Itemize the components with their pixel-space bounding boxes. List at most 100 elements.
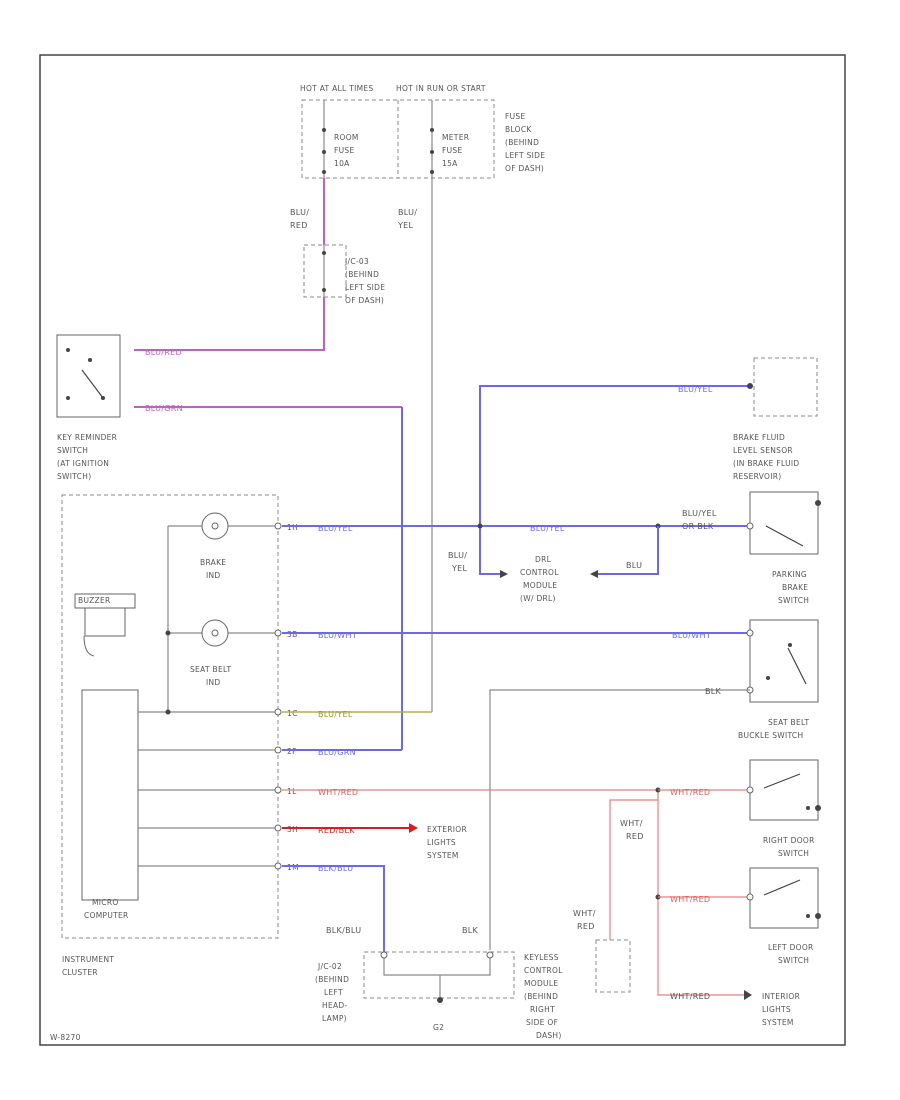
wire-wht-red-keyless-2: RED [577, 922, 595, 931]
buckle-label-2: BUCKLE SWITCH [738, 731, 803, 740]
wire-blu-grn: BLU/GRN [145, 404, 183, 413]
jc03-label-1: J/C-03 [344, 257, 369, 266]
micro-computer-label-1: MICRO [92, 898, 119, 907]
fuse-block-loc-1: FUSE [505, 112, 526, 121]
ground-label: G2 [433, 1023, 444, 1032]
wire-blk-blu-bottom: BLK/BLU [326, 926, 361, 935]
wire-blu-wht: BLU/WHT [318, 631, 357, 640]
room-fuse-label-3: 10A [334, 159, 350, 168]
key-reminder-label-4: SWITCH) [57, 472, 91, 481]
brake-ind-label-1: BRAKE [200, 558, 226, 567]
wire-blu-yel-cluster: BLU/YEL [318, 524, 353, 533]
keyless-label-2: CONTROL [524, 966, 563, 975]
wire-wht-red-interior: WHT/RED [670, 992, 710, 1001]
fuse-block-loc-5: OF DASH) [505, 164, 544, 173]
keyless-label-6: SIDE OF [526, 1018, 558, 1027]
key-reminder-switch: KEY REMINDER SWITCH (AT IGNITION SWITCH) [56, 334, 121, 481]
exterior-lights-label-2: LIGHTS [427, 838, 456, 847]
brake-fluid-sensor: BRAKE FLUID LEVEL SENSOR (IN BRAKE FLUID… [733, 357, 818, 481]
hot-in-run-label: HOT IN RUN OR START [396, 84, 486, 93]
wire-blu-yel-left-1: BLU/ [448, 551, 467, 560]
key-reminder-label-3: (AT IGNITION [57, 459, 109, 468]
right-door-label-2: SWITCH [778, 849, 809, 858]
brake-fluid-label-1: BRAKE FLUID [733, 433, 785, 442]
right-door-switch: RIGHT DOOR SWITCH [746, 759, 821, 858]
right-door-label-1: RIGHT DOOR [763, 836, 815, 845]
room-fuse-label-1: ROOM [334, 133, 359, 142]
drl-label-4: (W/ DRL) [520, 594, 556, 603]
brake-fluid-label-3: (IN BRAKE FLUID [733, 459, 799, 468]
fuse-block-loc-3: (BEHIND [505, 138, 539, 147]
room-fuse-label-2: FUSE [334, 146, 355, 155]
pin-5: 1L [287, 787, 297, 796]
jc02-label-2: (BEHIND [315, 975, 349, 984]
junction-jc03: J/C-03 (BEHIND LEFT SIDE OF DASH) [303, 244, 385, 305]
keyless-label-4: (BEHIND [524, 992, 558, 1001]
keyless-label-1: KEYLESS [524, 953, 559, 962]
wire-blu-red-top-1: BLU/ [290, 208, 309, 217]
keyless-control-module: KEYLESS CONTROL MODULE (BEHIND RIGHT SID… [524, 939, 631, 1040]
brake-fluid-label-4: RESERVOIR) [733, 472, 782, 481]
wire-blu-wht-right: BLU/WHT [672, 631, 711, 640]
drl-label-3: MODULE [523, 581, 557, 590]
jc02-label-5: LAMP) [322, 1014, 347, 1023]
brake-fluid-label-2: LEVEL SENSOR [733, 446, 793, 455]
wire-blu-red: BLU/RED [145, 348, 182, 357]
wire-red-blk: RED/BLK [318, 826, 355, 835]
parking-brake-label-1: PARKING [772, 570, 807, 579]
jc03-label-3: LEFT SIDE [345, 283, 385, 292]
wire-wht-red-vertical-2: RED [626, 832, 644, 841]
instrument-cluster-label-2: CLUSTER [62, 968, 98, 977]
buzzer-label: BUZZER [78, 596, 111, 605]
fuse-block-loc-2: BLOCK [505, 125, 532, 134]
wire-wht-red-vertical-1: WHT/ [620, 819, 643, 828]
drl-label-2: CONTROL [520, 568, 559, 577]
wire-blu-yel-1c: BLU/YEL [318, 710, 353, 719]
wire-blu-yel-center: BLU/YEL [530, 524, 565, 533]
parking-brake-label-2: BRAKE [782, 583, 808, 592]
jc03-label-2: (BEHIND [345, 270, 379, 279]
micro-computer-label-2: COMPUTER [84, 911, 129, 920]
pin-6: 3H [287, 825, 298, 834]
parking-brake-label-3: SWITCH [778, 596, 809, 605]
left-door-label-2: SWITCH [778, 956, 809, 965]
keyless-label-3: MODULE [524, 979, 558, 988]
keyless-label-7: DASH) [536, 1031, 562, 1040]
fuse-block-loc-4: LEFT SIDE [505, 151, 545, 160]
meter-fuse-label-3: 15A [442, 159, 458, 168]
wire-blu-yel-top-1: BLU/ [398, 208, 417, 217]
wire-blk: BLK [705, 687, 722, 696]
hot-at-all-times-label: HOT AT ALL TIMES [300, 84, 373, 93]
left-door-label-1: LEFT DOOR [768, 943, 814, 952]
interior-lights-label-1: INTERIOR [762, 992, 800, 1001]
jc02-label-3: LEFT [324, 988, 343, 997]
brake-ind-label-2: IND [206, 571, 221, 580]
seat-belt-ind-label-1: SEAT BELT [190, 665, 231, 674]
interior-lights-label-2: LIGHTS [762, 1005, 791, 1014]
key-reminder-label-2: SWITCH [57, 446, 88, 455]
pin-7: 1M [287, 863, 299, 872]
wire-blu-yel-right: BLU/YEL [678, 385, 713, 394]
interior-lights-label-3: SYSTEM [762, 1018, 794, 1027]
left-door-switch: LEFT DOOR SWITCH [746, 867, 821, 965]
wire-blu-yel-brake-1: BLU/YEL [682, 509, 717, 518]
wire-wht-red-keyless-1: WHT/ [573, 909, 596, 918]
jc03-label-4: OF DASH) [345, 296, 384, 305]
parking-brake-switch: PARKING BRAKE SWITCH [746, 491, 821, 605]
drl-control-module: DRL CONTROL MODULE (W/ DRL) [500, 555, 598, 603]
meter-fuse-label-2: FUSE [442, 146, 463, 155]
keyless-label-5: RIGHT [530, 1005, 555, 1014]
wire-wht-red-door2: WHT/RED [670, 895, 710, 904]
exterior-lights-label-3: SYSTEM [427, 851, 459, 860]
seat-belt-ind-label-2: IND [206, 678, 221, 687]
cluster-connector: 1H 3B 1C 2F 1L 3H 1M [274, 522, 299, 872]
junction-jc02: J/C-02 (BEHIND LEFT HEAD- LAMP) G2 [315, 951, 515, 1032]
fuse-block: HOT AT ALL TIMES HOT IN RUN OR START ROO… [300, 84, 545, 179]
wire-blu-short: BLU [626, 561, 642, 570]
wire-wht-red: WHT/RED [318, 788, 358, 797]
diagram-code: W-8270 [50, 1033, 81, 1042]
drl-label-1: DRL [535, 555, 552, 564]
seat-belt-buckle-switch: SEAT BELT BUCKLE SWITCH [738, 619, 819, 740]
instrument-cluster: INSTRUMENT CLUSTER BRAKE IND SEAT BELT I… [61, 494, 279, 977]
